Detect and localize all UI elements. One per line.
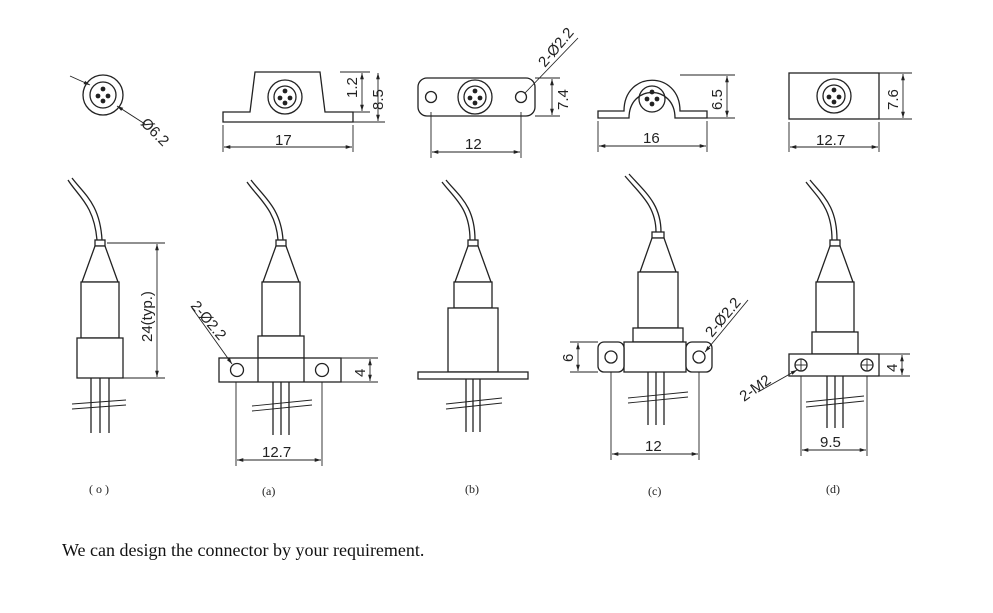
dim-a-width: 17 (275, 132, 292, 149)
dim-a-step: 1.2 (344, 77, 361, 98)
caption-a: (a) (262, 484, 275, 498)
view-d-side (757, 179, 910, 456)
dim-c-width: 16 (643, 130, 660, 147)
dim-a-pitch: 12.7 (262, 444, 291, 461)
dim-o-length: 24(typ.) (139, 291, 156, 342)
dim-a-holes: 2-Ø2.2 (187, 298, 230, 344)
dim-c-holes: 2-Ø2.2 (702, 295, 745, 341)
view-b-top (417, 37, 579, 158)
dim-d-thread: 2-M2 (737, 372, 775, 406)
dim-d-flange: 4 (884, 364, 901, 372)
dim-b-height: 7.4 (555, 89, 572, 110)
view-c-top (597, 74, 735, 152)
dim-d-pitch: 9.5 (820, 434, 841, 451)
dim-c-height: 6.5 (709, 89, 726, 110)
caption-o: ( o ) (89, 482, 109, 496)
view-o-top: Ø6.2 (69, 74, 172, 150)
caption-c: (c) (648, 484, 661, 498)
view-a-top: 17 1.2 8.5 (222, 71, 387, 152)
caption-d: (d) (826, 482, 840, 496)
view-d-top (788, 72, 912, 152)
dim-b-holes: 2-Ø2.2 (535, 25, 578, 71)
dim-a-height: 8.5 (370, 89, 387, 110)
view-b-side (417, 179, 529, 432)
view-c-side (570, 173, 749, 460)
view-o-side: 24(typ.) (67, 177, 165, 433)
dim-a-flange: 4 (352, 369, 369, 377)
dim-o-diameter: Ø6.2 (137, 115, 172, 150)
view-a-side (191, 179, 378, 466)
dim-b-width: 12 (465, 136, 482, 153)
dim-c-pitch: 12 (645, 438, 662, 455)
dim-d-width: 12.7 (816, 132, 845, 149)
caption-b: (b) (465, 482, 479, 496)
dim-d-height: 7.6 (885, 89, 902, 110)
dim-c-flange: 6 (560, 354, 577, 362)
design-note: We can design the connector by your requ… (62, 540, 425, 560)
